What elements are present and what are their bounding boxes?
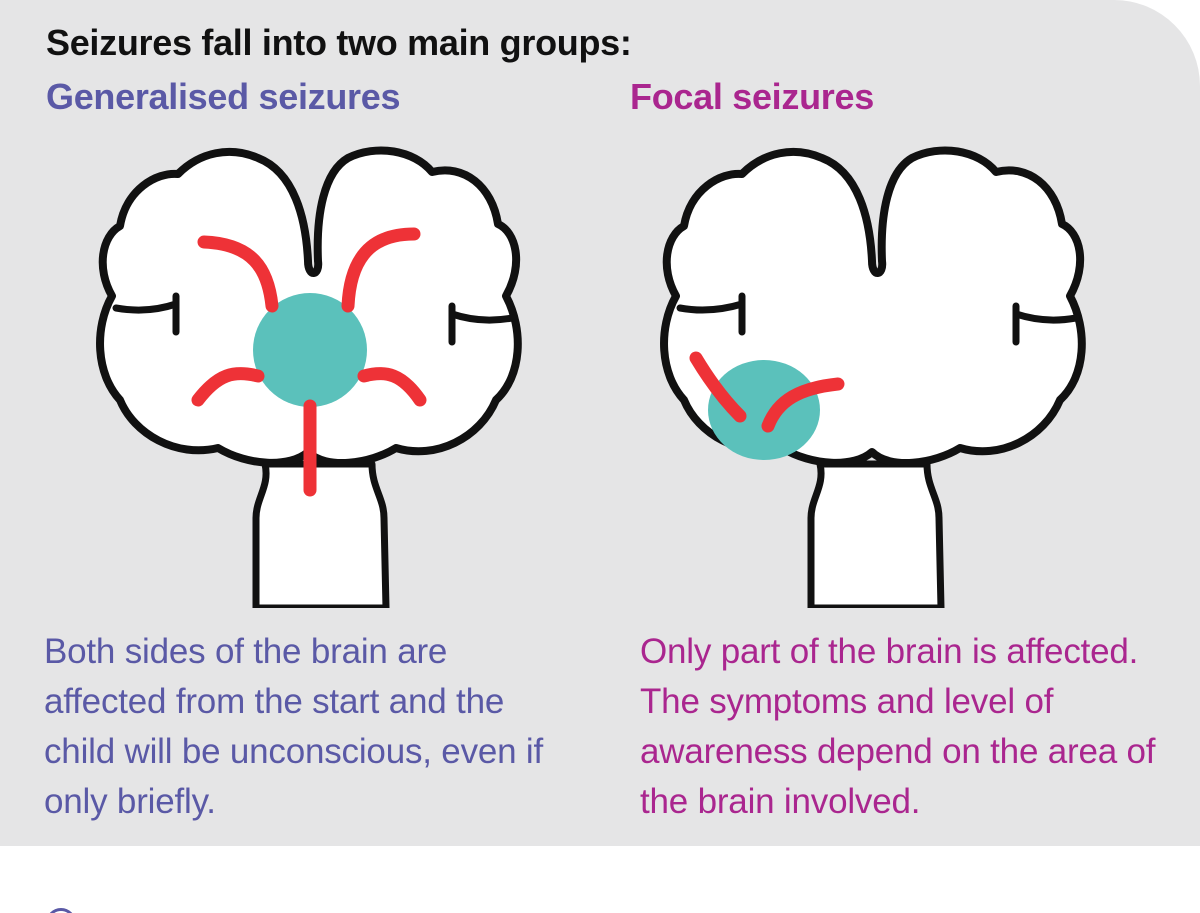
arrow-up-right [341,227,421,313]
page-title: Seizures fall into two main groups: [46,22,632,63]
right-fold-line [448,302,516,346]
focal-brain-diagram [660,146,1086,608]
seizure-focus-center [253,293,367,407]
arrow-up-left [197,235,279,313]
generalised-brain-diagram [96,146,522,608]
generalised-heading: Generalised seizures [46,76,401,117]
seizure-focus-area [708,360,820,460]
left-fold-line [676,292,746,336]
generalised-description: Both sides of the brain are affected fro… [44,632,544,821]
brainstem-shape [807,460,945,608]
right-fold-line [1012,302,1080,346]
focal-heading: Focal seizures [630,76,874,117]
spreading-arrows [689,351,845,433]
left-fold-line [112,292,180,336]
next-section-card [0,850,1200,913]
arrow-left [191,367,265,407]
brainstem-shape [252,460,390,608]
arrow-up-left [689,351,747,423]
spreading-arrows [191,227,427,497]
arrow-right [357,367,427,407]
focal-description: Only part of the brain is affected. The … [640,632,1156,821]
arrow-up-right [761,377,845,433]
